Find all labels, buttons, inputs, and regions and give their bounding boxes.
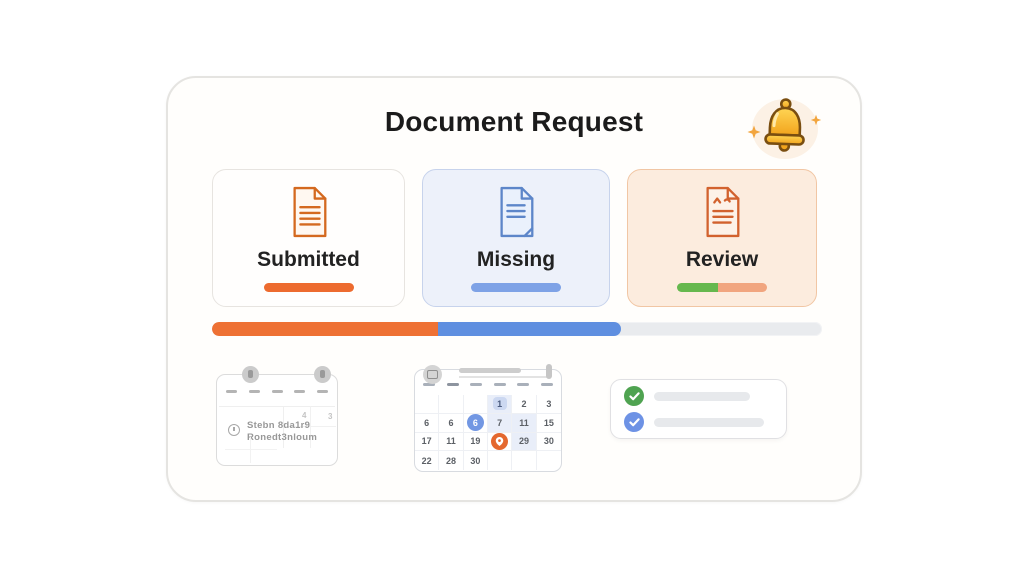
calendar-day-cell[interactable]: 7 <box>488 413 513 433</box>
calendar-day-cell[interactable] <box>488 432 513 452</box>
divider <box>219 406 335 407</box>
check-icon <box>624 386 644 406</box>
calendar-day-cell[interactable]: 6 <box>463 413 488 433</box>
calendar-day-cell[interactable]: 19 <box>463 432 488 452</box>
calendar-clip-icon <box>423 365 442 384</box>
progress-segment-submitted <box>212 322 438 336</box>
card-progress-segment-remaining <box>717 283 767 292</box>
weekday-dashes <box>415 383 561 386</box>
calendar-day-cell[interactable]: 11 <box>439 432 464 452</box>
note-text: Stebn 8da1r9 Ronedt3nloum <box>247 420 317 444</box>
card-label: Review <box>685 248 759 271</box>
status-card-missing[interactable]: Missing <box>422 169 610 307</box>
calendar-header-bar <box>459 368 521 373</box>
bell-notification-icon[interactable] <box>744 94 824 164</box>
mini-calendar-card[interactable]: 1 2 3 6 6 6 7 11 15 17 11 19 <box>414 364 562 472</box>
card-progress-bar <box>263 283 354 292</box>
calendar-day-cell[interactable] <box>463 395 488 414</box>
divider <box>225 449 277 450</box>
pin-icon <box>495 436 504 446</box>
checklist-item[interactable] <box>624 386 773 406</box>
card-label: Submitted <box>257 248 360 271</box>
sparkle-icon <box>747 114 822 139</box>
checklist-card[interactable] <box>610 379 787 439</box>
status-card-review[interactable]: Review <box>627 169 817 307</box>
calendar-tab-icon <box>546 364 552 379</box>
calendar-day-cell[interactable]: 11 <box>512 413 537 433</box>
document-missing-icon <box>500 186 534 238</box>
checklist-item[interactable] <box>624 412 773 432</box>
note-line: Stebn 8da1r9 <box>247 420 311 431</box>
checklist-placeholder-bar <box>654 391 750 401</box>
document-submitted-icon <box>292 186 326 238</box>
card-progress-segment <box>471 283 561 292</box>
calendar-day-cell[interactable] <box>537 451 561 470</box>
card-progress-segment <box>263 283 354 292</box>
calendar-day-cell[interactable]: 6 <box>439 413 464 433</box>
status-card-submitted[interactable]: Submitted <box>212 169 405 307</box>
card-progress-bar <box>677 283 767 292</box>
calendar-day-cell[interactable] <box>488 451 513 470</box>
faint-day-number: 3 <box>328 412 333 421</box>
divider <box>250 437 251 463</box>
calendar-day-cell[interactable] <box>415 395 440 414</box>
calendar-day-cell[interactable]: 30 <box>464 451 488 470</box>
calendar-day-cell[interactable]: 6 <box>415 413 440 433</box>
calendar-day-cell[interactable]: 1 <box>488 395 513 414</box>
checklist-placeholder-bar <box>654 417 764 427</box>
check-icon <box>624 412 644 432</box>
card-progress-segment-done <box>677 283 718 292</box>
progress-segment-missing <box>437 322 621 336</box>
document-review-icon <box>706 186 740 238</box>
calendar-grid: 1 2 3 6 6 6 7 11 15 17 11 19 <box>415 395 561 470</box>
pin-day-badge <box>491 432 509 450</box>
binder-ring-icon <box>242 366 259 383</box>
calendar-day-cell[interactable]: 17 <box>415 432 440 452</box>
calendar-day-cell[interactable]: 28 <box>439 451 464 470</box>
overall-progress-bar <box>212 322 822 336</box>
calendar-day-cell[interactable]: 2 <box>512 395 537 414</box>
binder-ring-icon <box>314 366 331 383</box>
bell-icon <box>747 98 822 159</box>
note-line: Ronedt3nloum <box>247 432 318 443</box>
calendar-day-cell[interactable]: 30 <box>536 433 561 452</box>
spiral-notepad-card[interactable]: 4 3 Stebn 8da1r9 Ronedt3nloum <box>216 366 338 466</box>
weekday-dashes <box>217 390 337 393</box>
calendar-day-cell[interactable]: 22 <box>415 451 440 470</box>
document-request-panel: Document Request <box>166 76 862 502</box>
calendar-header-line <box>459 376 551 378</box>
clock-icon <box>228 424 240 436</box>
card-label: Missing <box>476 248 556 271</box>
faint-day-number: 4 <box>302 411 307 420</box>
card-progress-bar <box>471 283 561 292</box>
calendar-day-cell[interactable]: 3 <box>536 395 561 414</box>
selected-day-badge: 6 <box>466 414 484 432</box>
calendar-day-cell[interactable] <box>439 395 464 414</box>
highlighted-day-badge: 1 <box>492 397 507 411</box>
calendar-day-cell[interactable] <box>512 451 537 470</box>
faint-calendar-grid: 4 3 <box>283 406 336 448</box>
page-title: Document Request <box>384 106 644 137</box>
calendar-day-cell[interactable]: 15 <box>536 414 561 433</box>
calendar-day-cell[interactable]: 29 <box>512 432 537 452</box>
